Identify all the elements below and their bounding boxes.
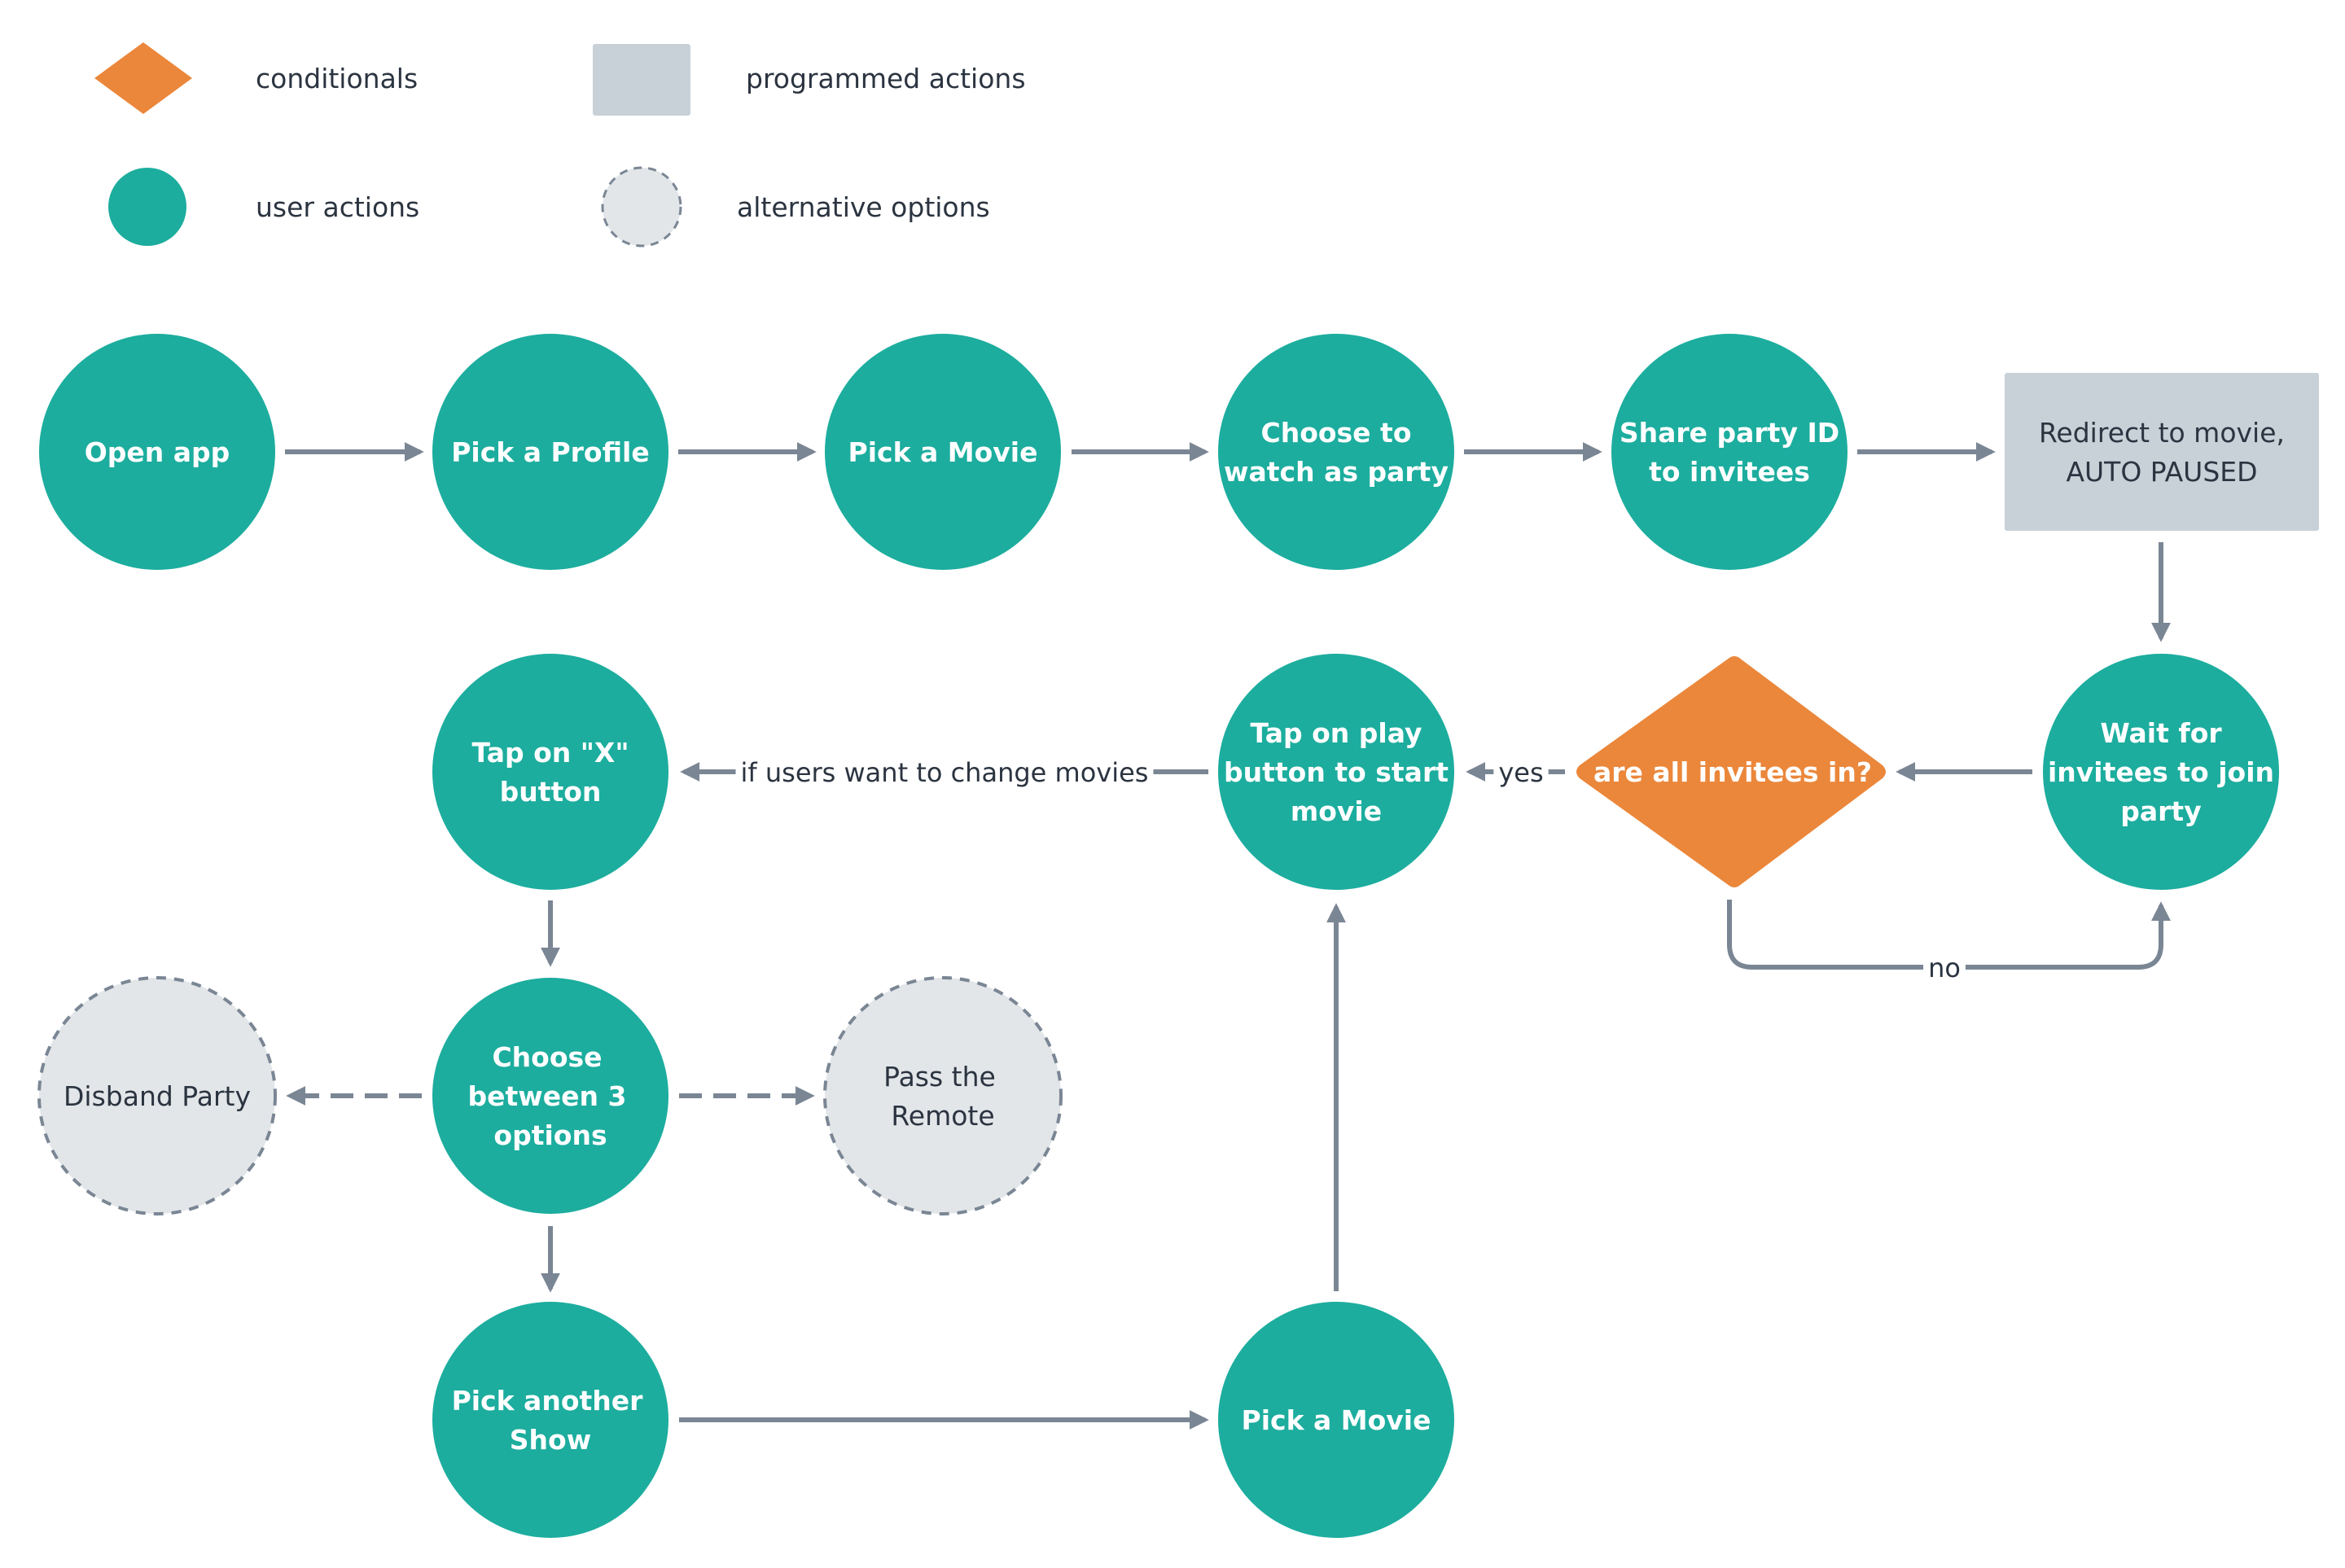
svg-text:Pick a Movie: Pick a Movie xyxy=(1242,1404,1431,1436)
svg-text:Tap on "X": Tap on "X" xyxy=(471,737,629,769)
edge-label-no: no xyxy=(1928,953,1961,983)
node-open-app: Open app xyxy=(39,334,275,570)
svg-text:Pick a Movie: Pick a Movie xyxy=(848,436,1038,468)
svg-text:Choose to: Choose to xyxy=(1260,417,1411,449)
node-disband-party: Disband Party xyxy=(37,976,277,1215)
node-pick-movie-2: Pick a Movie xyxy=(1218,1302,1454,1538)
legend-programmed-label: programmed actions xyxy=(746,63,1026,94)
legend-alternative-circle xyxy=(601,166,682,247)
node-tap-x-button: Tap on "X" button xyxy=(432,654,668,890)
edge-labels: yes no if users want to change movies xyxy=(735,756,1966,985)
svg-text:watch as party: watch as party xyxy=(1224,456,1449,488)
svg-text:party: party xyxy=(2120,795,2201,827)
node-pass-remote: Pass the Remote xyxy=(823,976,1063,1215)
node-choose-between-options: Choose between 3 options xyxy=(432,978,668,1214)
svg-text:options: options xyxy=(493,1119,607,1151)
svg-text:movie: movie xyxy=(1291,795,1382,827)
edge-label-change-movies: if users want to change movies xyxy=(741,757,1149,788)
legend-conditionals-label: conditionals xyxy=(256,63,418,94)
edge-label-yes: yes xyxy=(1498,757,1543,788)
node-tap-play: Tap on play button to start movie xyxy=(1218,654,1454,890)
svg-text:button to start: button to start xyxy=(1224,756,1449,788)
edge-label-background xyxy=(1493,756,1549,790)
node-decision-all-invitees-in: are all invitees in? xyxy=(1576,656,1886,887)
svg-text:Pick a Profile: Pick a Profile xyxy=(451,436,650,468)
svg-text:Show: Show xyxy=(510,1424,591,1456)
svg-text:Tap on play: Tap on play xyxy=(1251,717,1422,749)
svg-text:Share party ID: Share party ID xyxy=(1620,417,1839,449)
svg-text:button: button xyxy=(500,776,602,808)
node-pick-movie: Pick a Movie xyxy=(825,334,1061,570)
node-choose-watch-party: Choose to watch as party xyxy=(1218,334,1454,570)
legend-user-action-circle xyxy=(108,168,186,246)
svg-text:Disband Party: Disband Party xyxy=(64,1080,251,1112)
svg-text:Wait for: Wait for xyxy=(2100,717,2222,749)
svg-text:Open app: Open app xyxy=(85,436,230,468)
legend: conditionals programmed actions user act… xyxy=(94,42,1026,247)
svg-text:AUTO PAUSED: AUTO PAUSED xyxy=(2066,456,2257,488)
svg-text:Redirect to movie,: Redirect to movie, xyxy=(2039,417,2285,449)
legend-alternative-label: alternative options xyxy=(737,191,990,223)
legend-user-actions-label: user actions xyxy=(256,191,419,223)
svg-text:Pass the: Pass the xyxy=(883,1061,996,1093)
svg-text:Choose: Choose xyxy=(492,1041,602,1073)
edges xyxy=(285,442,2171,1430)
svg-text:Remote: Remote xyxy=(891,1100,994,1132)
node-pick-another-show: Pick another Show xyxy=(432,1302,668,1538)
legend-programmed-square xyxy=(593,44,690,116)
node-share-party-id: Share party ID to invitees xyxy=(1611,334,1848,570)
svg-text:invitees to join: invitees to join xyxy=(2048,756,2274,788)
svg-text:are all invitees in?: are all invitees in? xyxy=(1593,756,1872,788)
node-wait-invitees: Wait for invitees to join party xyxy=(2043,654,2279,890)
node-redirect-auto-paused: Redirect to movie, AUTO PAUSED xyxy=(2005,373,2319,531)
legend-conditional-diamond xyxy=(94,42,192,114)
svg-text:to invitees: to invitees xyxy=(1649,456,1810,488)
edge-label-background xyxy=(735,756,1154,790)
svg-text:Pick another: Pick another xyxy=(452,1385,644,1417)
svg-text:between 3: between 3 xyxy=(468,1080,627,1112)
node-pick-profile: Pick a Profile xyxy=(432,334,668,570)
edge-label-background xyxy=(1923,951,1966,985)
